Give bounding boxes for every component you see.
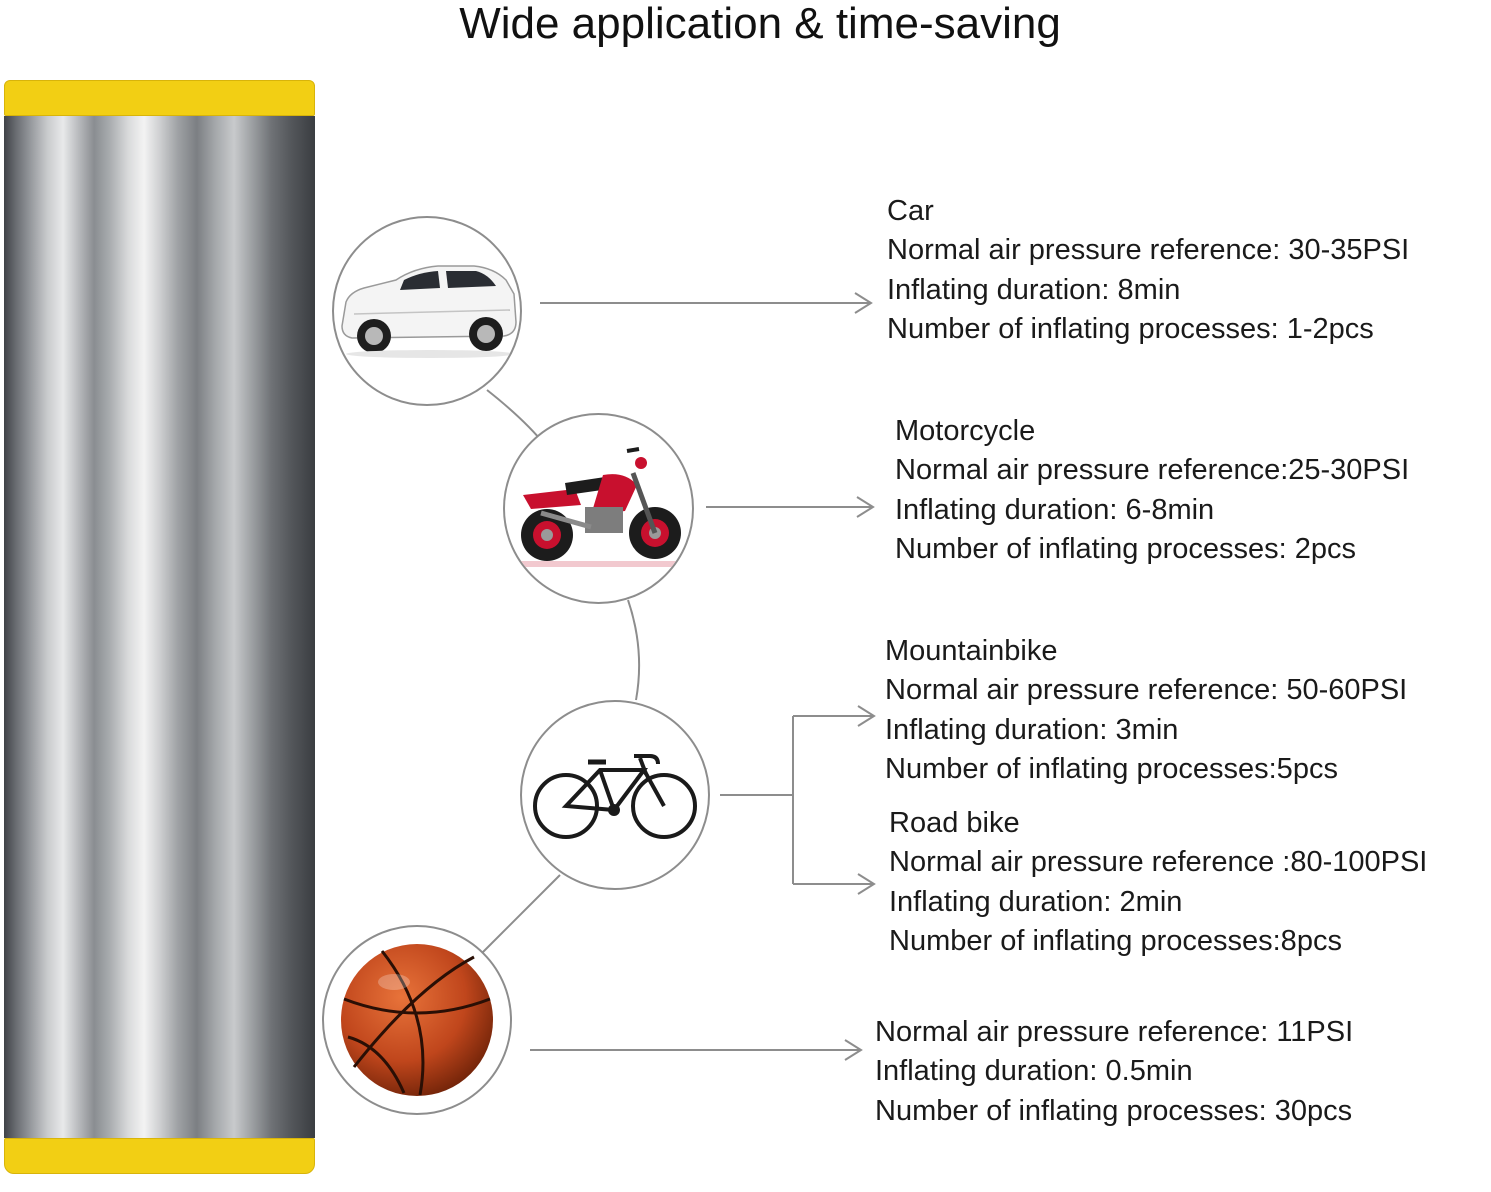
- info-mountainbike: Mountainbike Normal air pressure referen…: [885, 632, 1407, 789]
- item-processes: Number of inflating processes:5pcs: [885, 752, 1338, 785]
- item-name: Car: [887, 195, 934, 227]
- item-pressure: Normal air pressure reference:25-30PSI: [895, 454, 1410, 487]
- link-motorcycle-bicycle: [627, 599, 641, 701]
- item-pressure: Normal air pressure reference: 50-60PSI: [885, 674, 1408, 707]
- item-name: Motorcycle: [895, 415, 1036, 447]
- item-processes: Number of inflating processes: 30pcs: [875, 1094, 1353, 1127]
- item-pressure: Normal air pressure reference: 11PSI: [875, 1016, 1354, 1048]
- motorcycle-circle: [503, 413, 694, 604]
- car-circle: [332, 216, 522, 406]
- top-cap: [4, 80, 315, 116]
- item-processes: Number of inflating processes: 1-2pcs: [887, 312, 1374, 345]
- bottom-cap: [4, 1138, 315, 1174]
- item-duration: Inflating duration: 2min: [889, 885, 1183, 918]
- pump-cylinder-image: [4, 80, 315, 1174]
- info-motorcycle: Motorcycle Normal air pressure reference…: [895, 412, 1409, 569]
- item-pressure: Normal air pressure reference :80-100PSI: [889, 846, 1428, 879]
- motorcycle-icon: [505, 447, 692, 567]
- item-duration: Inflating duration: 3min: [885, 713, 1179, 746]
- car-icon: [341, 265, 517, 358]
- item-name: Road bike: [889, 807, 1020, 839]
- info-roadbike: Road bike Normal air pressure reference …: [889, 804, 1427, 961]
- page-title: Wide application & time-saving: [459, 0, 1061, 48]
- item-processes: Number of inflating processes: 2pcs: [895, 532, 1356, 565]
- item-pressure: Normal air pressure reference: 30-35PSI: [887, 234, 1410, 267]
- item-duration: Inflating duration: 8min: [887, 273, 1181, 306]
- item-duration: Inflating duration: 0.5min: [875, 1055, 1193, 1088]
- item-name: Mountainbike: [885, 635, 1058, 667]
- item-processes: Number of inflating processes:8pcs: [889, 924, 1342, 957]
- basketball-circle: [322, 925, 512, 1115]
- link-bicycle-basketball: [479, 874, 561, 956]
- info-basketball: Normal air pressure reference: 11PSI Inf…: [875, 1013, 1353, 1131]
- basketball-icon: [341, 944, 493, 1096]
- bicycle-icon: [533, 754, 697, 839]
- item-duration: Inflating duration: 6-8min: [895, 493, 1215, 526]
- cylinder-body: [4, 116, 315, 1138]
- bicycle-circle: [520, 700, 710, 890]
- info-car: Car Normal air pressure reference: 30-35…: [887, 192, 1409, 349]
